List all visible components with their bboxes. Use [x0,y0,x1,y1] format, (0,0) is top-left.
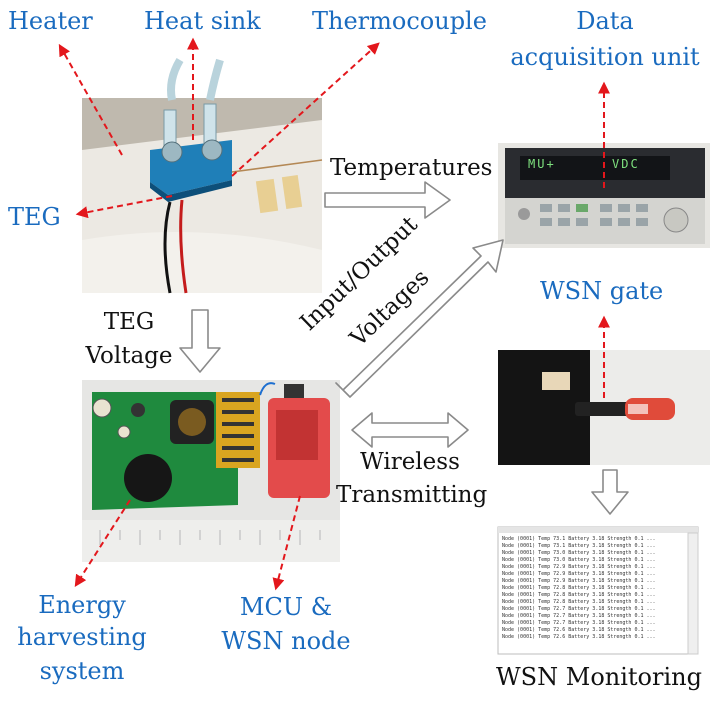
wireless-arrow [351,412,469,448]
io-voltages-arrow [335,239,504,398]
mcu-pointer [272,495,301,591]
wsn-gate-photo [498,350,710,465]
heater-label: Heater [8,7,93,35]
mcu-label-line2: WSN node [221,627,351,655]
monitoring-arrow [591,469,629,515]
teg-pointer [75,195,173,219]
monitor-log-lines: Node (0001) Temp 73.1 Battery 3.18 Stren… [502,536,656,640]
instrument-display-right: VDC [612,157,640,171]
wireless-label-line1: Wireless [360,449,460,475]
wireless-label-line2: Transmitting [336,482,488,508]
energy-board-photo [82,380,340,562]
energy-label-line3: system [39,657,125,685]
mcu-label-line1: MCU & [239,593,333,621]
teg-rig-photo [82,57,323,294]
wsn-monitor-screenshot [497,526,699,655]
instrument-display-left: MU+ [528,157,556,171]
thermocouple-pointer [231,42,380,177]
teg-voltage-label-line2: Voltage [85,343,173,369]
energy-pointer [74,499,131,588]
teg-voltage-arrow [179,309,221,373]
data-acquisition-label-line1: Data [576,7,634,35]
data-acquisition-label-line2: acquisition unit [510,43,700,71]
heater-pointer [58,43,123,156]
thermocouple-label: Thermocouple [312,7,487,35]
teg-voltage-label-line1: TEG [103,309,155,335]
temperatures-arrow [324,181,451,219]
heat-sink-label: Heat sink [144,7,261,35]
temperatures-label: Temperatures [330,155,493,181]
wsn-monitoring-label: WSN Monitoring [496,663,702,691]
energy-label-line1: Energy [38,591,126,619]
energy-label-line2: harvesting [17,623,147,651]
wsn-gate-label: WSN gate [540,277,664,305]
teg-label: TEG [8,203,61,231]
